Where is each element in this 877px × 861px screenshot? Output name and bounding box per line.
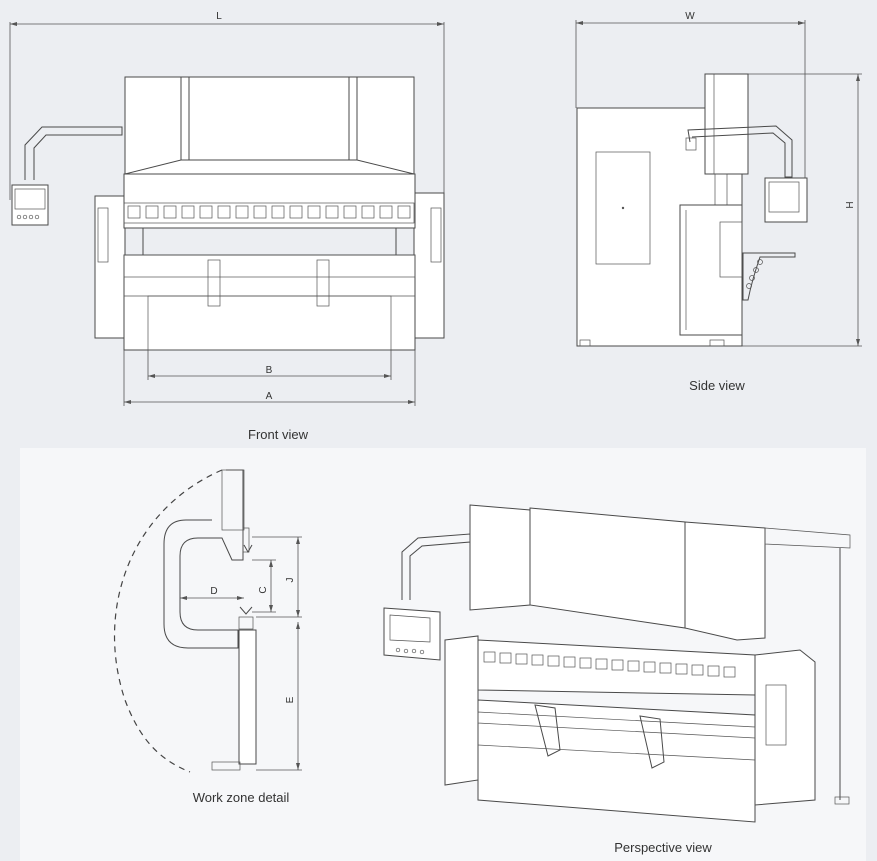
front-control-panel (11, 184, 49, 226)
dimension-w: W (575, 11, 806, 180)
perspective-tool-clamps (483, 651, 736, 678)
c-frame-profile (163, 469, 244, 649)
side-control-arm (687, 125, 793, 178)
right-housing (413, 192, 445, 339)
throat-clearance-arc (113, 469, 223, 773)
dimension-l: L (9, 11, 445, 200)
backgauge-finger-right (316, 259, 330, 307)
dimension-e: E (256, 622, 302, 771)
dimension-a: A (123, 350, 416, 406)
perspective-view-caption: Perspective view (614, 840, 712, 855)
perspective-control-panel (383, 607, 441, 661)
dim-label-b: B (266, 365, 273, 376)
dimension-b: B (147, 350, 392, 380)
perspective-backgauge-left (534, 704, 561, 757)
lower-bed (123, 254, 416, 351)
control-arm (24, 126, 123, 180)
dim-label-c: C (258, 586, 269, 593)
side-control-panel (764, 177, 808, 223)
dim-label-j: J (285, 578, 296, 583)
right-guard-plate (684, 521, 766, 641)
left-housing (94, 195, 126, 339)
perspective-lower-bed (477, 699, 756, 823)
side-view-caption: Side view (689, 378, 745, 393)
left-guard-plate (469, 504, 531, 611)
dim-label-d: D (210, 586, 217, 597)
perspective-backgauge-right (639, 715, 665, 769)
backgauge-finger-left (207, 259, 221, 307)
side-ram (679, 204, 743, 336)
front-view: L (9, 11, 445, 442)
upper-beam (477, 639, 756, 696)
dimension-h: H (742, 73, 862, 347)
dimension-c: C (252, 559, 276, 613)
dim-label-l: L (216, 11, 222, 22)
hydraulic-cylinder (704, 73, 749, 175)
dim-label-e: E (285, 696, 296, 703)
right-side-housing (754, 649, 816, 806)
dimension-d: D (180, 586, 244, 600)
side-access-panel (595, 151, 651, 265)
work-zone-caption: Work zone detail (193, 790, 290, 805)
upper-frame (124, 76, 415, 175)
lower-table (238, 629, 257, 765)
dim-label-a: A (266, 391, 273, 402)
dim-label-h: H (845, 201, 856, 208)
upper-tool-clamps (127, 205, 411, 219)
perspective-control-arm (401, 533, 471, 600)
front-view-caption: Front view (248, 427, 309, 442)
perspective-view: Perspective view (383, 504, 851, 855)
work-zone-detail: D C J E Work zone detail (113, 469, 302, 805)
dim-label-w: W (685, 11, 695, 22)
side-view: W H Side view (575, 11, 862, 393)
dimension-j: J (252, 536, 302, 618)
